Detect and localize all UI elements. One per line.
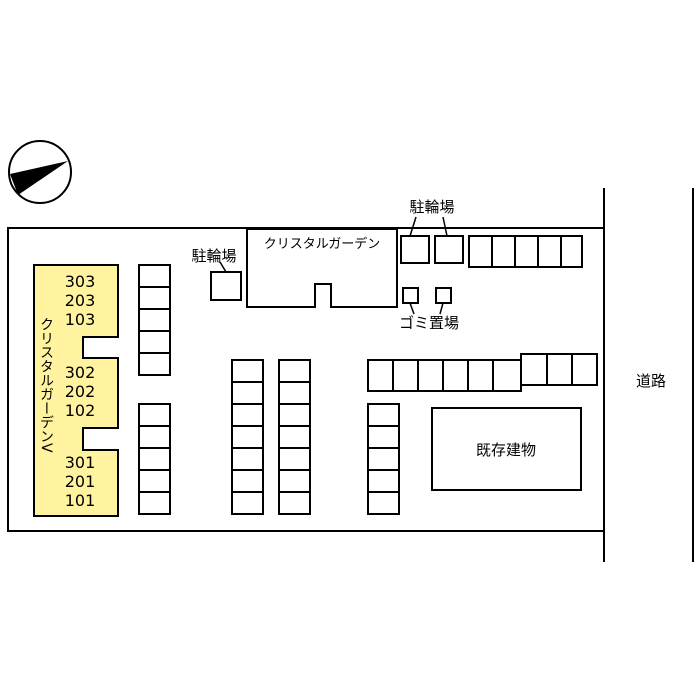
existing-building	[431, 407, 582, 491]
parking-row-top-right	[468, 235, 583, 268]
bike-left-label-leader	[219, 261, 227, 273]
unit-number: 303	[65, 272, 96, 291]
parking-row-middle-right	[520, 353, 598, 386]
existing-building-label: 既存建物	[476, 441, 536, 459]
garbage-leader-1	[409, 302, 415, 315]
road-label: 道路	[636, 372, 666, 390]
parking-col-1-lower	[138, 403, 171, 515]
garbage-leader-2	[439, 302, 444, 315]
neighbor-building	[246, 228, 398, 308]
unit-number: 203	[65, 291, 96, 310]
bike-label-leader-1	[409, 216, 417, 237]
parking-col-2	[231, 359, 264, 515]
unit-number: 301	[65, 453, 96, 472]
property-building	[33, 264, 119, 517]
bicycle-parking-left-label: 駐輪場	[191, 247, 236, 265]
garbage-box-1	[402, 287, 419, 304]
unit-numbers: 303 203 103 302 202 102 301 201 101	[65, 272, 96, 510]
parking-row-middle	[367, 359, 522, 392]
parking-lots	[138, 235, 598, 515]
parking-col-4	[367, 403, 400, 515]
unit-number: 302	[65, 363, 96, 382]
property-name-label: クリスタルガーデンV	[38, 317, 54, 453]
parking-col-3	[278, 359, 311, 515]
neighbor-building-label: クリスタルガーデン	[264, 236, 381, 252]
parking-col-1-upper	[138, 264, 171, 376]
unit-number: 101	[65, 491, 96, 510]
unit-number: 102	[65, 401, 96, 420]
unit-number: 103	[65, 310, 96, 329]
north-arrow-icon	[8, 140, 72, 204]
bike-label-leader-2	[442, 216, 448, 237]
garbage-label: ゴミ置場	[399, 314, 459, 332]
garbage-box-2	[435, 287, 452, 304]
bicycle-parking-top-label: 駐輪場	[409, 198, 454, 216]
bike-parking-top-box-1	[400, 235, 430, 264]
unit-number: 202	[65, 382, 96, 401]
bike-parking-top-box-2	[434, 235, 464, 264]
bike-parking-left-box	[210, 271, 242, 301]
unit-number: 201	[65, 472, 96, 491]
